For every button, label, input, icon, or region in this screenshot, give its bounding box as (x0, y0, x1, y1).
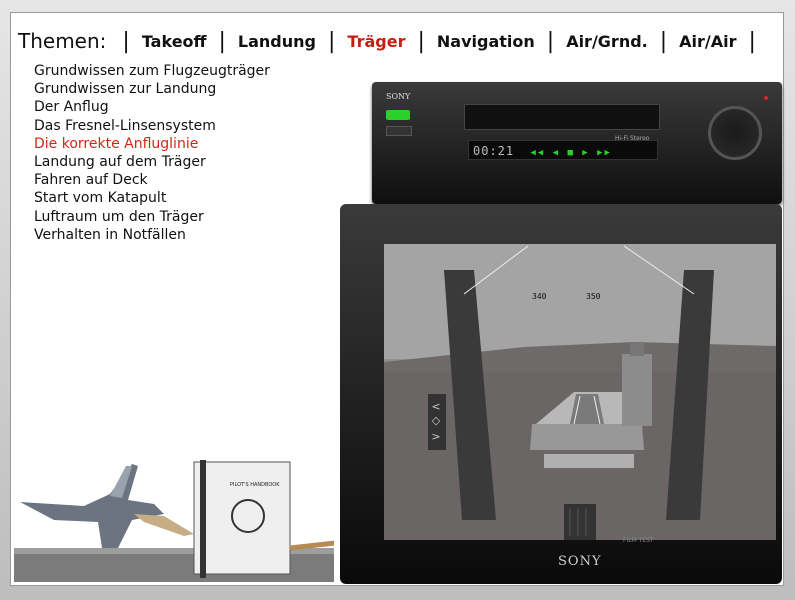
vcr-transport-controls-icon[interactable]: ◀◀ ◀ ■ ▶ ▶▶ (530, 148, 612, 158)
vcr-indicator-led (764, 96, 768, 100)
topic-item[interactable]: Verhalten in Notfällen (34, 226, 186, 243)
vcr-jog-dial[interactable] (708, 106, 762, 160)
svg-text:>: > (431, 430, 440, 443)
tab-separator: | (748, 28, 756, 54)
topic-nav-bar: Themen: | Takeoff | Landung | Träger | N… (18, 26, 762, 56)
tab-air-grnd[interactable]: Air/Grnd. (566, 31, 648, 51)
tab-takeoff[interactable]: Takeoff (141, 31, 207, 51)
decorative-props: PILOT'S HANDBOOK (14, 456, 345, 582)
topic-item[interactable]: Landung auf dem Träger (34, 154, 206, 171)
topic-item[interactable]: Das Fresnel-Linsensystem (34, 117, 216, 134)
vcr-time-display: 00:21 ◀◀ ◀ ■ ▶ ▶▶ (468, 140, 658, 160)
tab-air-air[interactable]: Air/Air (679, 31, 737, 51)
vcr-power-button[interactable] (386, 110, 410, 120)
tab-separator: | (417, 28, 425, 54)
cockpit-view-graphic: < ◇ > (384, 244, 776, 540)
tab-navigation[interactable]: Navigation (436, 31, 535, 51)
topic-item[interactable]: Start vom Katapult (34, 190, 167, 207)
handbook-title: PILOT'S HANDBOOK (230, 482, 280, 488)
tv-monitor: < ◇ > 340 350 FILM TEST SONY (340, 204, 782, 584)
tab-separator: | (328, 28, 336, 54)
tab-separator: | (659, 28, 668, 54)
tab-traeger[interactable]: Träger (347, 31, 406, 51)
tab-separator: | (546, 28, 555, 54)
topic-item[interactable]: Grundwissen zur Landung (34, 81, 217, 98)
vcr-player: SONY Hi-Fi Stereo 00:21 ◀◀ ◀ ■ ▶ ▶▶ (372, 82, 782, 204)
vcr-tape-slot: Hi-Fi Stereo (464, 104, 660, 142)
topic-item[interactable]: Der Anflug (34, 99, 109, 116)
svg-text:<: < (431, 400, 440, 413)
hud-heading-right: 350 (586, 292, 601, 301)
topic-list: Grundwissen zum Flugzeugträger Grundwiss… (34, 62, 270, 244)
tab-separator: | (122, 28, 130, 54)
tv-panel-label: FILM TEST (623, 537, 654, 544)
topic-item[interactable]: Grundwissen zum Flugzeugträger (34, 63, 270, 79)
vcr-eject-button[interactable] (386, 126, 412, 136)
topic-item-active[interactable]: Die korrekte Anfluglinie (34, 135, 199, 152)
vcr-display-label: Hi-Fi Stereo (615, 135, 650, 142)
jet-and-handbook-illustration (14, 460, 345, 582)
tv-screen-cockpit-view[interactable]: < ◇ > 340 350 (384, 244, 776, 540)
topic-item[interactable]: Fahren auf Deck (34, 172, 148, 189)
svg-text:◇: ◇ (432, 414, 441, 427)
vcr-brand-logo: SONY (386, 92, 411, 101)
vcr-time-readout: 00:21 (473, 144, 515, 158)
topic-item[interactable]: Luftraum um den Träger (34, 208, 204, 225)
tab-landung[interactable]: Landung (237, 31, 316, 51)
tab-separator: | (218, 28, 226, 54)
hud-heading-left: 340 (532, 292, 547, 301)
tv-brand-logo: SONY (558, 554, 602, 569)
nav-title: Themen: (18, 29, 107, 53)
